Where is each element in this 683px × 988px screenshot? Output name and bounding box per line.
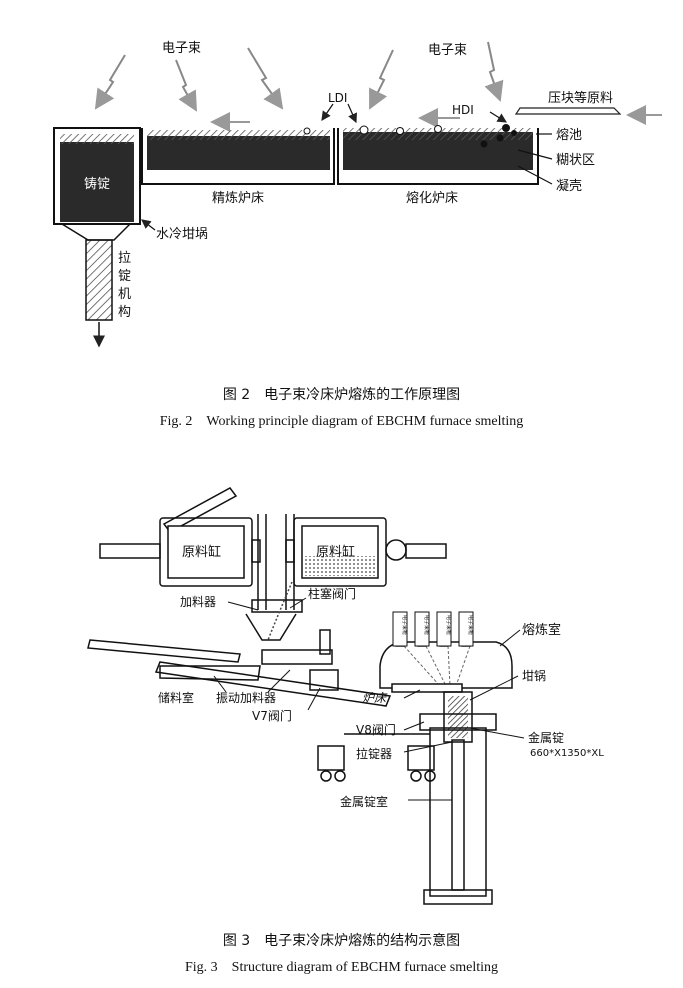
- label-ingot-size: 660*X1350*XL: [530, 748, 604, 759]
- storage-chamber: [87, 639, 392, 707]
- ingot-chamber: [317, 727, 493, 905]
- label-puller-2: 锭: [118, 269, 131, 284]
- label-v7-valve: V7阀门: [252, 708, 292, 723]
- label-hearth: 炉床: [362, 691, 388, 705]
- ldi-particles: [303, 125, 442, 135]
- feeder-hopper: [245, 613, 297, 641]
- electron-beam-bolts: [94, 41, 504, 112]
- label-plunger-valve: 柱塞阀门: [308, 586, 356, 601]
- electron-guns: 电子束枪 电子束枪 电子束枪 电子束枪: [392, 611, 474, 647]
- v7-valve: [309, 669, 339, 691]
- label-raw-material: 压块等原料: [548, 90, 613, 106]
- melting-hearth: [337, 128, 539, 185]
- figure-3: 电子束枪 电子束枪 电子束枪 电子束枪 原料缸 原料缸 加料器 柱塞阀门 熔炼室…: [0, 470, 683, 925]
- v7-stem: [319, 629, 331, 655]
- label-hdi: HDI: [452, 103, 474, 117]
- label-water-crucible: 水冷坩埚: [156, 227, 208, 242]
- structure-diagram: 电子束枪 电子束枪 电子束枪 电子束枪 原料缸 原料缸 加料器 柱塞阀门 熔炼室…: [87, 487, 604, 905]
- crucible: [443, 691, 473, 743]
- raw-tank-right: [285, 517, 447, 587]
- falling-material: [267, 581, 293, 641]
- label-melting-chamber: 熔炼室: [522, 622, 561, 638]
- hdi-particles: [480, 124, 517, 148]
- label-raw-tank-right: 原料缸: [316, 544, 355, 560]
- label-ldi: LDI: [328, 91, 347, 105]
- label-puller-3: 机: [118, 287, 131, 302]
- label-raw-tank-left: 原料缸: [182, 544, 221, 560]
- raw-material-plate: [514, 107, 622, 115]
- raw-tank-left: [99, 517, 261, 587]
- vibro-feeder: [261, 649, 333, 665]
- scan-arrows: [210, 105, 662, 132]
- working-principle-diagram: 电子束 电子束 LDI HDI 压块等原料 熔池 糊状区 凝壳 铸锭 精炼炉床 …: [53, 41, 662, 348]
- leader-lines: [141, 103, 553, 231]
- label-puller-4: 构: [118, 305, 131, 320]
- label-feeder: 加料器: [180, 595, 216, 609]
- v8-valve: [419, 713, 497, 731]
- label-ingot: 金属锭: [528, 730, 564, 745]
- fig2-caption-en: Fig. 2 Working principle diagram of EBCH…: [159, 414, 524, 429]
- label-beam-right: 电子束: [428, 43, 467, 58]
- label-mushy-zone: 糊状区: [556, 152, 595, 168]
- label-ingot: 铸锭: [84, 176, 110, 192]
- label-refining-hearth: 精炼炉床: [212, 191, 264, 206]
- label-melting-hearth: 熔化炉床: [406, 191, 458, 206]
- leader-lines-fig3: [213, 597, 525, 801]
- gun-label-1: 电子束枪: [401, 615, 408, 635]
- label-storage-chamber: 储料室: [158, 690, 194, 705]
- fig2-caption-cn: 图 2 电子束冷床炉熔炼的工作原理图: [222, 387, 461, 403]
- label-ingot-puller: 拉锭器: [356, 746, 392, 761]
- water-cooled-crucible: [53, 127, 141, 225]
- feed-rods: [251, 514, 303, 613]
- label-beam-left: 电子束: [162, 41, 201, 56]
- gun-label-4: 电子束枪: [467, 615, 474, 635]
- label-skull: 凝壳: [556, 178, 582, 194]
- label-crucible: 坩锅: [522, 668, 546, 683]
- fig3-caption-cn: 图 3 电子束冷床炉熔炼的结构示意图: [222, 933, 461, 949]
- figure-2: 电子束 电子束 LDI HDI 压块等原料 熔池 糊状区 凝壳 铸锭 精炼炉床 …: [0, 0, 683, 372]
- label-puller-1: 拉: [118, 251, 131, 266]
- ingot-puller: [61, 223, 131, 348]
- fig3-caption-en: Fig. 3 Structure diagram of EBCHM furnac…: [185, 960, 498, 975]
- label-melt-pool: 熔池: [556, 128, 582, 143]
- gun-label-2: 电子束枪: [423, 615, 430, 635]
- refining-hearth: [141, 128, 335, 185]
- label-v8-valve: V8阀门: [356, 722, 396, 737]
- hearth: [391, 683, 463, 693]
- gun-label-3: 电子束枪: [445, 615, 452, 635]
- label-vibro-feeder: 振动加料器: [216, 691, 276, 705]
- label-ingot-chamber: 金属锭室: [340, 794, 388, 809]
